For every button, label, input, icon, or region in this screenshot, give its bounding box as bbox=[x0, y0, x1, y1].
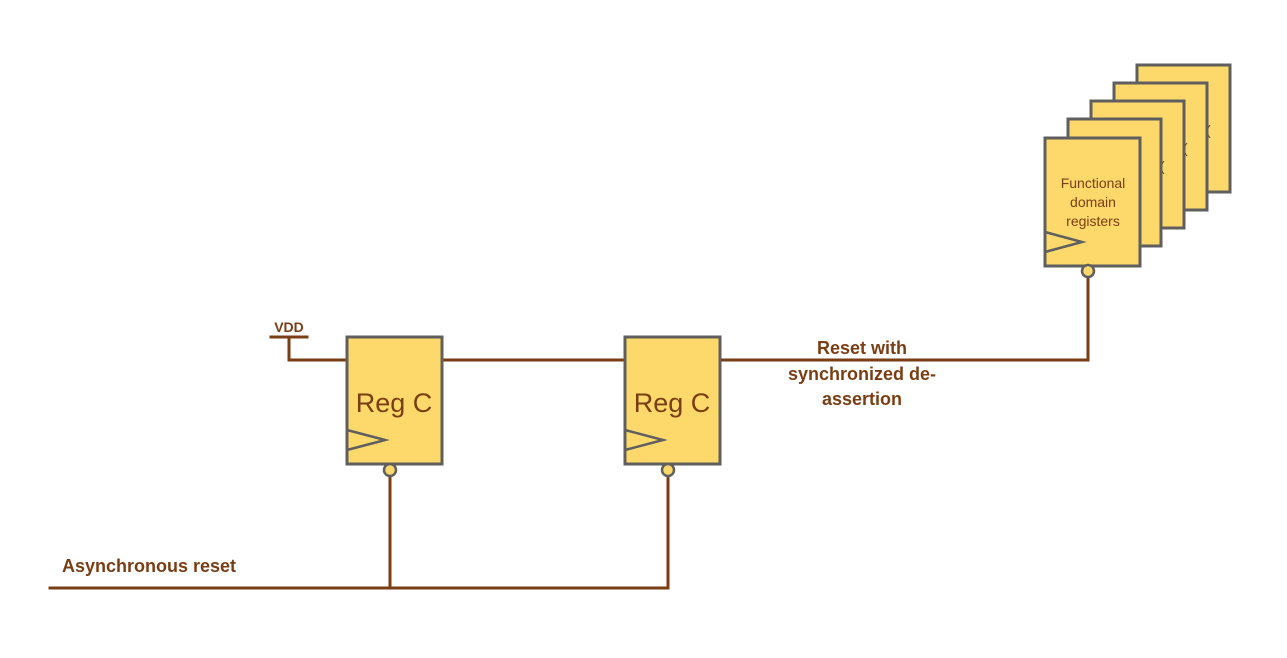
vdd-label: VDD bbox=[274, 319, 304, 335]
register-1-box bbox=[345, 335, 444, 466]
register-2-reset-bubble-icon bbox=[660, 462, 676, 478]
functional-domain-register-front: Functional domain registers bbox=[1043, 136, 1142, 268]
sync-reset-output-wire bbox=[718, 275, 1090, 362]
output-label-line-2: synchronized de- bbox=[788, 364, 936, 384]
register-1-reset-bubble-icon bbox=[382, 462, 398, 478]
functional-label-line-1: Functional bbox=[1061, 175, 1126, 191]
functional-label-line-2: domain bbox=[1070, 194, 1116, 210]
register-1: Reg C bbox=[345, 335, 444, 478]
register-2-label: Reg C bbox=[634, 388, 711, 418]
register-1-label: Reg C bbox=[356, 388, 433, 418]
functional-clock-triangle-icon bbox=[1044, 230, 1087, 254]
functional-register-front-box bbox=[1043, 136, 1142, 268]
functional-label-line-3: registers bbox=[1066, 213, 1120, 229]
functional-reset-bubble-icon bbox=[1080, 263, 1096, 279]
register-2-clock-triangle-icon bbox=[624, 428, 668, 452]
wires bbox=[48, 275, 1090, 590]
async-reset-label: Asynchronous reset bbox=[62, 556, 236, 576]
functional-domain-register-stack: ( ( ( ( Functional domain registers bbox=[1043, 63, 1232, 279]
register-2: Reg C bbox=[623, 335, 722, 478]
register-1-clock-triangle-icon bbox=[346, 428, 390, 452]
output-label-line-3: assertion bbox=[822, 389, 902, 409]
output-label-line-1: Reset with bbox=[817, 338, 907, 358]
register-2-box bbox=[623, 335, 722, 466]
sync-reset-output-label: Reset with synchronized de- assertion bbox=[788, 338, 936, 409]
